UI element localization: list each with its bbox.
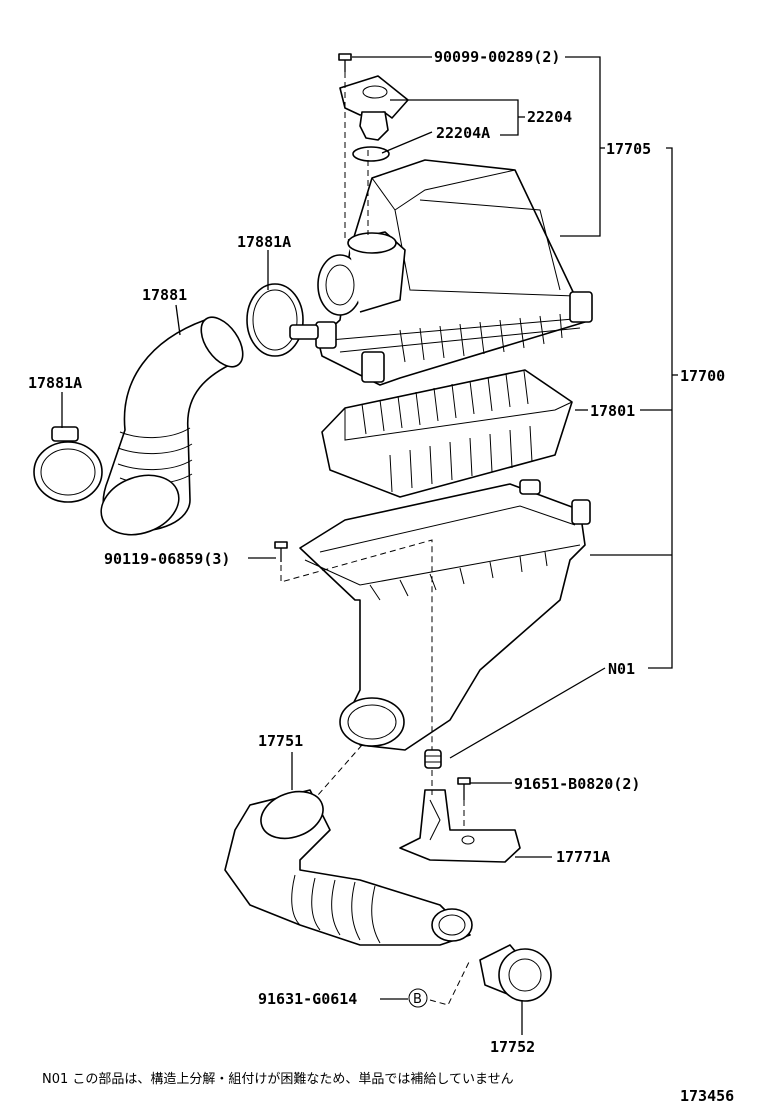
label-90099-00289: 90099-00289(2): [434, 48, 560, 66]
footnote: N01 この部品は、構造上分解・組付けが困難なため、単品では補給していません: [42, 1071, 514, 1087]
label-17881a-lower: 17881A: [28, 374, 82, 392]
label-17881a-upper: 17881A: [237, 233, 291, 251]
airflow-sensor: [339, 75, 409, 141]
air-cleaner-case: [299, 479, 591, 751]
leader-lines: [61, 56, 678, 1035]
label-17705: 17705: [606, 140, 651, 158]
bushing: [424, 749, 442, 769]
label-17771a: 17771A: [556, 848, 610, 866]
label-17751: 17751: [258, 732, 303, 750]
label-90119-06859: 90119-06859(3): [104, 550, 230, 568]
marker-b-circle: [408, 988, 428, 1008]
label-17700: 17700: [680, 367, 725, 385]
inlet-duct: [224, 789, 473, 946]
label-17801: 17801: [590, 402, 635, 420]
label-22204: 22204: [527, 108, 572, 126]
o-ring: [352, 146, 390, 162]
label-91631-g0614: 91631-G0614: [258, 990, 357, 1008]
screw-case: [274, 541, 288, 562]
air-cleaner-cap: [315, 159, 593, 386]
label-91651-b0820: 91651-B0820(2): [514, 775, 640, 793]
label-17752: 17752: [490, 1038, 535, 1056]
label-17881: 17881: [142, 286, 187, 304]
marker-b: B: [413, 992, 422, 1007]
screw-bracket: [457, 777, 471, 800]
screw-top: [338, 53, 352, 72]
assembly-dash-lines: [280, 72, 471, 1006]
hose-clamp-lower: [33, 426, 103, 503]
label-n01: N01: [608, 660, 635, 678]
label-22204a: 22204A: [436, 124, 490, 142]
hose-clamp-upper: [246, 283, 319, 357]
grommet: [479, 944, 552, 1002]
air-hose: [100, 316, 244, 536]
diagram-number: 173456: [680, 1087, 734, 1105]
air-filter-element: [321, 369, 573, 498]
bracket-17771a: [399, 789, 521, 863]
